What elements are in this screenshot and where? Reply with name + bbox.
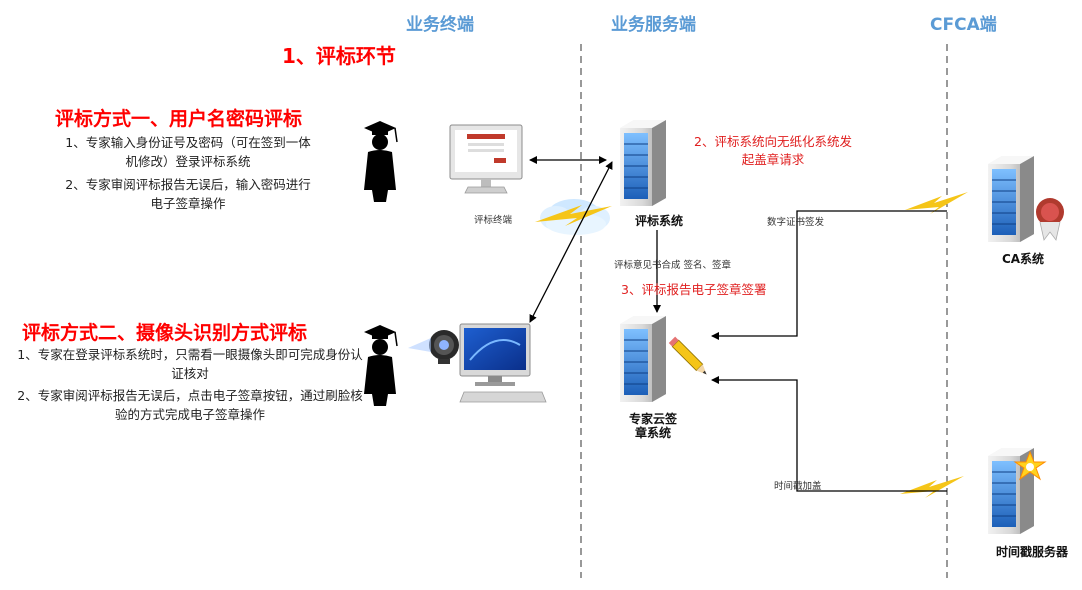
method2-step2: 2、专家审阅评标报告无误后，点击电子签章按钮，通过刷脸核验的方式完成电子签章操作: [17, 388, 363, 422]
lightning-tsa: [900, 476, 964, 498]
note-report-sign: 3、评标报告电子签章签署: [621, 282, 767, 297]
network-cloud: [535, 199, 612, 235]
expert-silhouette-2: [364, 325, 398, 406]
lane-title-cfca: CFCA端: [930, 15, 997, 35]
method2-title: 评标方式二、摄像头识别方式评标: [22, 322, 308, 344]
note-timestamp: 时间戳加盖: [774, 481, 822, 492]
camera-monitor: [459, 323, 547, 403]
lane-title-client: 业务终端: [406, 15, 474, 35]
note-cert-issue: 数字证书签发: [767, 217, 825, 228]
server-cloud-sign: [620, 316, 666, 402]
arrow-ca-to-cloudsign: [711, 210, 947, 340]
arrow-tsa-to-cloudsign: [711, 376, 947, 492]
server-eval-system: [620, 120, 666, 206]
method1-step1: 1、专家输入身份证号及密码（可在签到一体机修改）登录评标系统: [65, 135, 311, 169]
expert-silhouette-1: [364, 121, 398, 202]
method2-step1: 1、专家在登录评标系统时，只需看一眼摄像头即可完成身份认证核对: [17, 347, 363, 381]
note-request-seal: 2、评标系统向无纸化系统发起盖章请求: [694, 134, 852, 167]
cloud-sign-label: 专家云签章系统: [628, 412, 677, 440]
terminal-label: 评标终端: [473, 215, 512, 226]
seal-icon: [1036, 198, 1064, 241]
webcam: [408, 330, 459, 364]
server-ca: [988, 156, 1034, 242]
section-title: 1、评标环节: [282, 44, 396, 68]
star-burst-icon: [1013, 450, 1047, 481]
method1-step2: 2、专家审阅评标报告无误后，输入密码进行电子签章操作: [65, 177, 311, 211]
note-opinion: 评标意见书合成 签名、签章: [614, 260, 732, 271]
lane-title-service: 业务服务端: [611, 15, 696, 35]
lightning-ca: [905, 192, 968, 214]
arrow-camera-eval: [529, 161, 613, 323]
pencil-icon: [668, 336, 707, 375]
method1-title: 评标方式一、用户名密码评标: [55, 108, 303, 130]
eval-system-label: 评标系统: [634, 214, 683, 228]
terminal-monitor: [449, 124, 523, 194]
ca-label: CA系统: [1001, 252, 1045, 266]
tsa-label: 时间戳服务器: [995, 545, 1068, 559]
